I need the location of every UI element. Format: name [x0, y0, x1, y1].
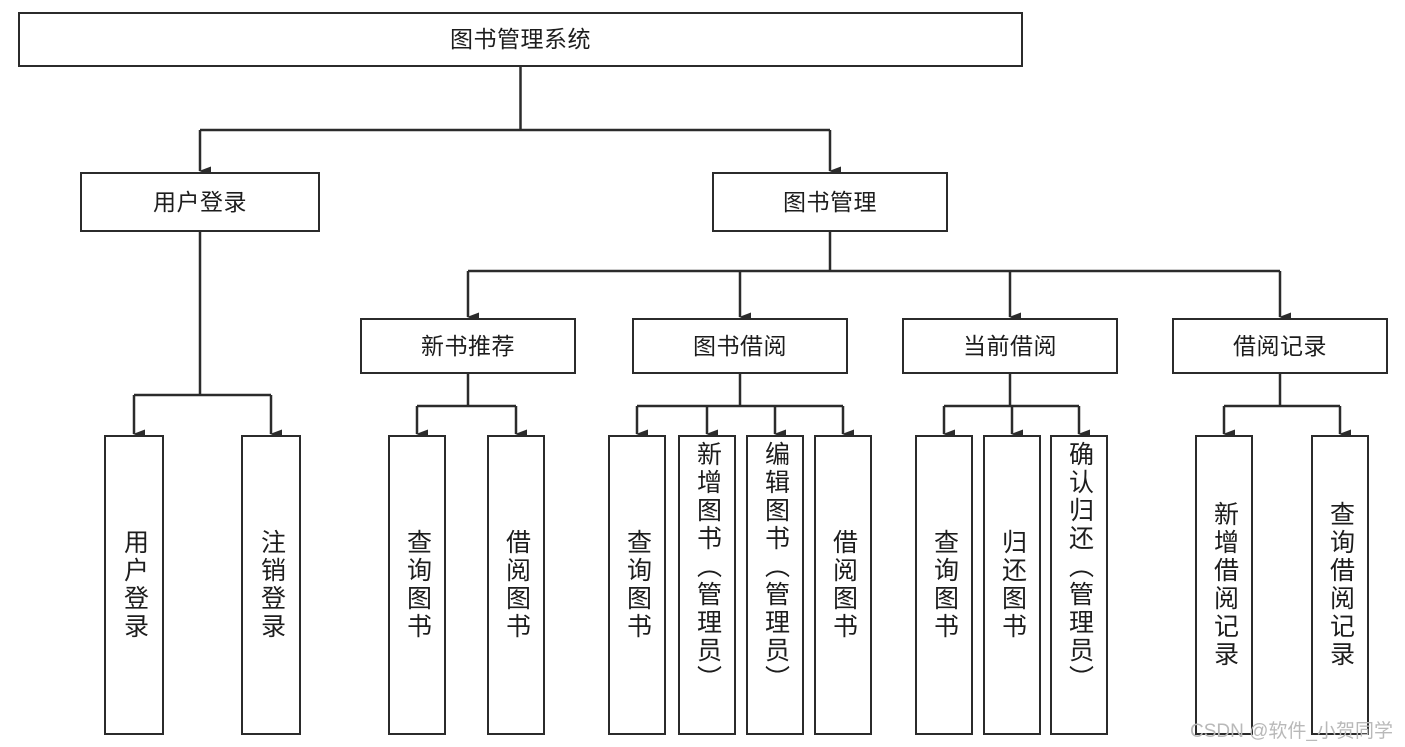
node-label-leaf_br_add: 新增借阅记录: [1210, 501, 1239, 669]
node-label-leaf_bb_add: 新增图书（管理员）: [693, 441, 722, 693]
node-leaf_bb_edit[interactable]: 编辑图书（管理员）: [746, 435, 804, 735]
node-leaf_bb_query[interactable]: 查询图书: [608, 435, 666, 735]
node-label-root: 图书管理系统: [450, 26, 591, 52]
node-label-book_borrow: 图书借阅: [693, 332, 787, 359]
node-label-current_borrow: 当前借阅: [963, 332, 1057, 359]
node-leaf_cb_query[interactable]: 查询图书: [915, 435, 973, 735]
node-leaf_cb_confirm[interactable]: 确认归还（管理员）: [1050, 435, 1108, 735]
node-label-book_mgmt: 图书管理: [783, 188, 877, 215]
node-borrow_record[interactable]: 借阅记录: [1172, 318, 1388, 374]
node-root[interactable]: 图书管理系统: [18, 12, 1023, 67]
watermark: CSDN @软件_小贺同学: [1190, 721, 1393, 742]
node-user_login[interactable]: 用户登录: [80, 172, 320, 232]
node-leaf_rec_query[interactable]: 查询图书: [388, 435, 446, 735]
node-label-leaf_br_query: 查询借阅记录: [1326, 501, 1355, 669]
node-current_borrow[interactable]: 当前借阅: [902, 318, 1118, 374]
node-leaf_br_add[interactable]: 新增借阅记录: [1195, 435, 1253, 735]
node-label-leaf_cb_confirm: 确认归还（管理员）: [1065, 441, 1094, 693]
edges: [132, 67, 1351, 439]
node-book_borrow[interactable]: 图书借阅: [632, 318, 848, 374]
node-label-leaf_user_login: 用户登录: [120, 529, 149, 641]
node-label-borrow_record: 借阅记录: [1233, 332, 1327, 359]
node-leaf_bb_borrow[interactable]: 借阅图书: [814, 435, 872, 735]
node-label-leaf_bb_borrow: 借阅图书: [829, 529, 858, 641]
node-label-leaf_bb_query: 查询图书: [623, 529, 652, 641]
node-label-user_login: 用户登录: [153, 188, 247, 215]
node-leaf_br_query[interactable]: 查询借阅记录: [1311, 435, 1369, 735]
node-leaf_rec_borrow[interactable]: 借阅图书: [487, 435, 545, 735]
node-leaf_logout[interactable]: 注销登录: [241, 435, 301, 735]
node-leaf_bb_add[interactable]: 新增图书（管理员）: [678, 435, 736, 735]
node-label-leaf_cb_query: 查询图书: [930, 529, 959, 641]
node-label-leaf_logout: 注销登录: [257, 529, 286, 641]
node-label-leaf_rec_query: 查询图书: [403, 529, 432, 641]
node-leaf_user_login[interactable]: 用户登录: [104, 435, 164, 735]
node-label-leaf_bb_edit: 编辑图书（管理员）: [761, 441, 790, 693]
node-book_mgmt[interactable]: 图书管理: [712, 172, 948, 232]
node-label-new_book_rec: 新书推荐: [421, 332, 515, 359]
node-label-leaf_cb_return: 归还图书: [998, 529, 1027, 641]
node-leaf_cb_return[interactable]: 归还图书: [983, 435, 1041, 735]
node-new_book_rec[interactable]: 新书推荐: [360, 318, 576, 374]
node-label-leaf_rec_borrow: 借阅图书: [502, 529, 531, 641]
